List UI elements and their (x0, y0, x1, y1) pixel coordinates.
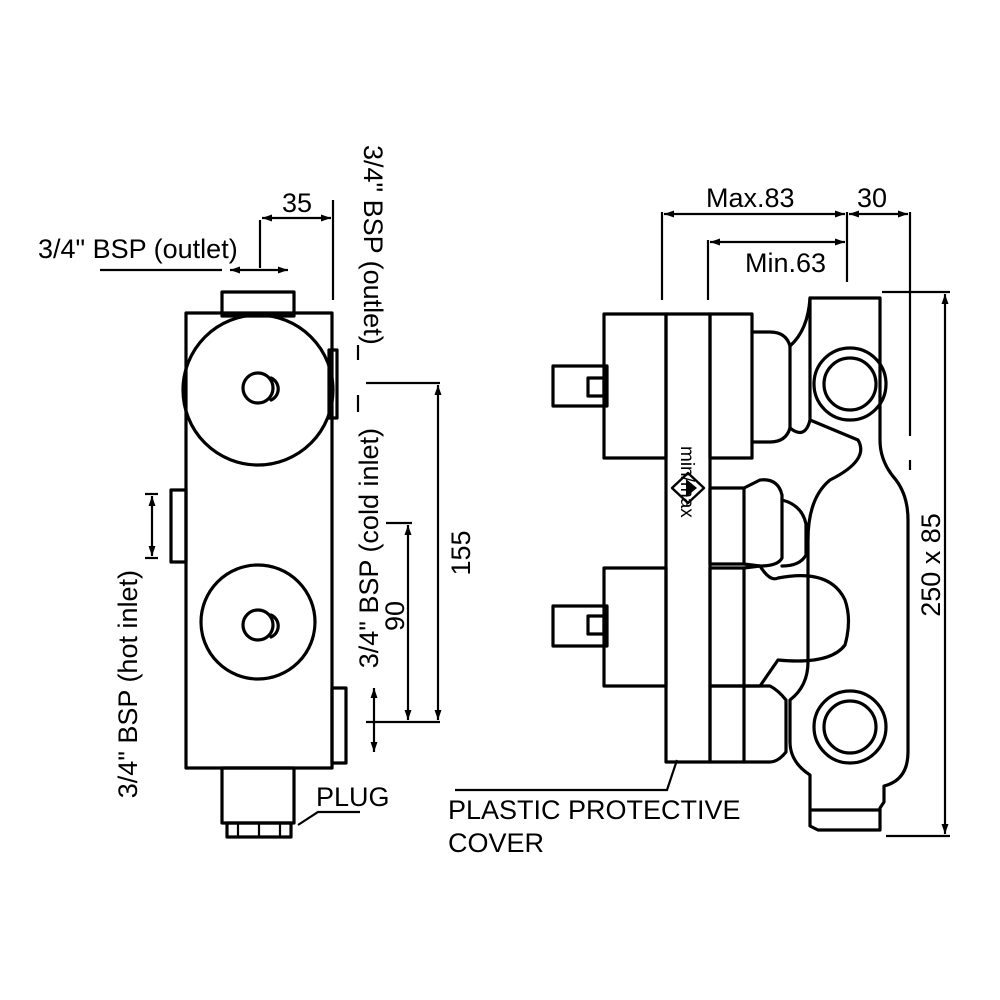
outlet-label: 3/4" BSP (outlet) (38, 234, 238, 264)
cold-inlet-label: 3/4" BSP (cold inlet) (354, 428, 384, 668)
upper-collar (708, 312, 754, 460)
lower-collar (708, 566, 746, 688)
side-labels: Max.83 30 Min.63 min/max 250 x 85 PLASTI… (448, 183, 946, 858)
lower-dial (199, 563, 317, 681)
upper-port-outer (812, 346, 888, 422)
front-labels: 35 3/4" BSP (outlet) 3/4" BSP (outlet) 3… (38, 145, 476, 812)
hot-inlet-stub (169, 488, 188, 564)
cold-inlet-stub (330, 686, 348, 765)
upper-dial (181, 313, 335, 467)
front-dimensions (100, 200, 442, 826)
plug-label: PLUG (316, 782, 390, 812)
cover-label-line2: COVER (448, 828, 544, 858)
dim-90-label: 90 (380, 601, 410, 631)
dim-155-label: 155 (446, 530, 476, 575)
dim-35-label: 35 (282, 188, 312, 218)
thermostatic-knob (742, 564, 851, 688)
dim-250x85-label: 250 x 85 (916, 513, 946, 617)
min-max-label: min/max (676, 446, 697, 518)
dim-max83-label: Max.83 (706, 183, 795, 213)
plastic-cover-plate (664, 312, 712, 764)
plug-body (220, 766, 296, 825)
upper-port-inner (822, 356, 878, 412)
lower-port-inner (822, 699, 878, 755)
upper-spindle (241, 371, 275, 405)
side-outlet-stub (327, 348, 339, 420)
dim-30-label: 30 (857, 183, 887, 213)
front-view (169, 290, 348, 839)
side-view (551, 296, 910, 832)
min-max-marker (670, 471, 706, 505)
lower-spindle (241, 608, 275, 642)
plug-leader (297, 810, 360, 826)
side-dimensions (455, 210, 950, 838)
upper-handle-block (602, 312, 668, 460)
outlet-vertical-label: 3/4" BSP (outlet) (358, 145, 388, 345)
cover-label-line1: PLASTIC PROTECTIVE (448, 795, 741, 825)
cover-leader (455, 759, 679, 792)
lower-spindle-tab (269, 613, 280, 639)
dim-min63-label: Min.63 (745, 248, 826, 278)
upper-spindle-tab (269, 376, 280, 402)
bottom-collar (708, 684, 746, 764)
valve-body-side (788, 296, 910, 832)
valve-body (184, 311, 334, 770)
lower-port-outer (812, 689, 888, 765)
upper-handle-stem (551, 364, 609, 408)
hot-inlet-label: 3/4" BSP (hot inlet) (113, 570, 143, 798)
lower-handle-stem (551, 604, 609, 648)
lower-handle-block (602, 566, 668, 688)
middle-cartridge (708, 486, 746, 566)
